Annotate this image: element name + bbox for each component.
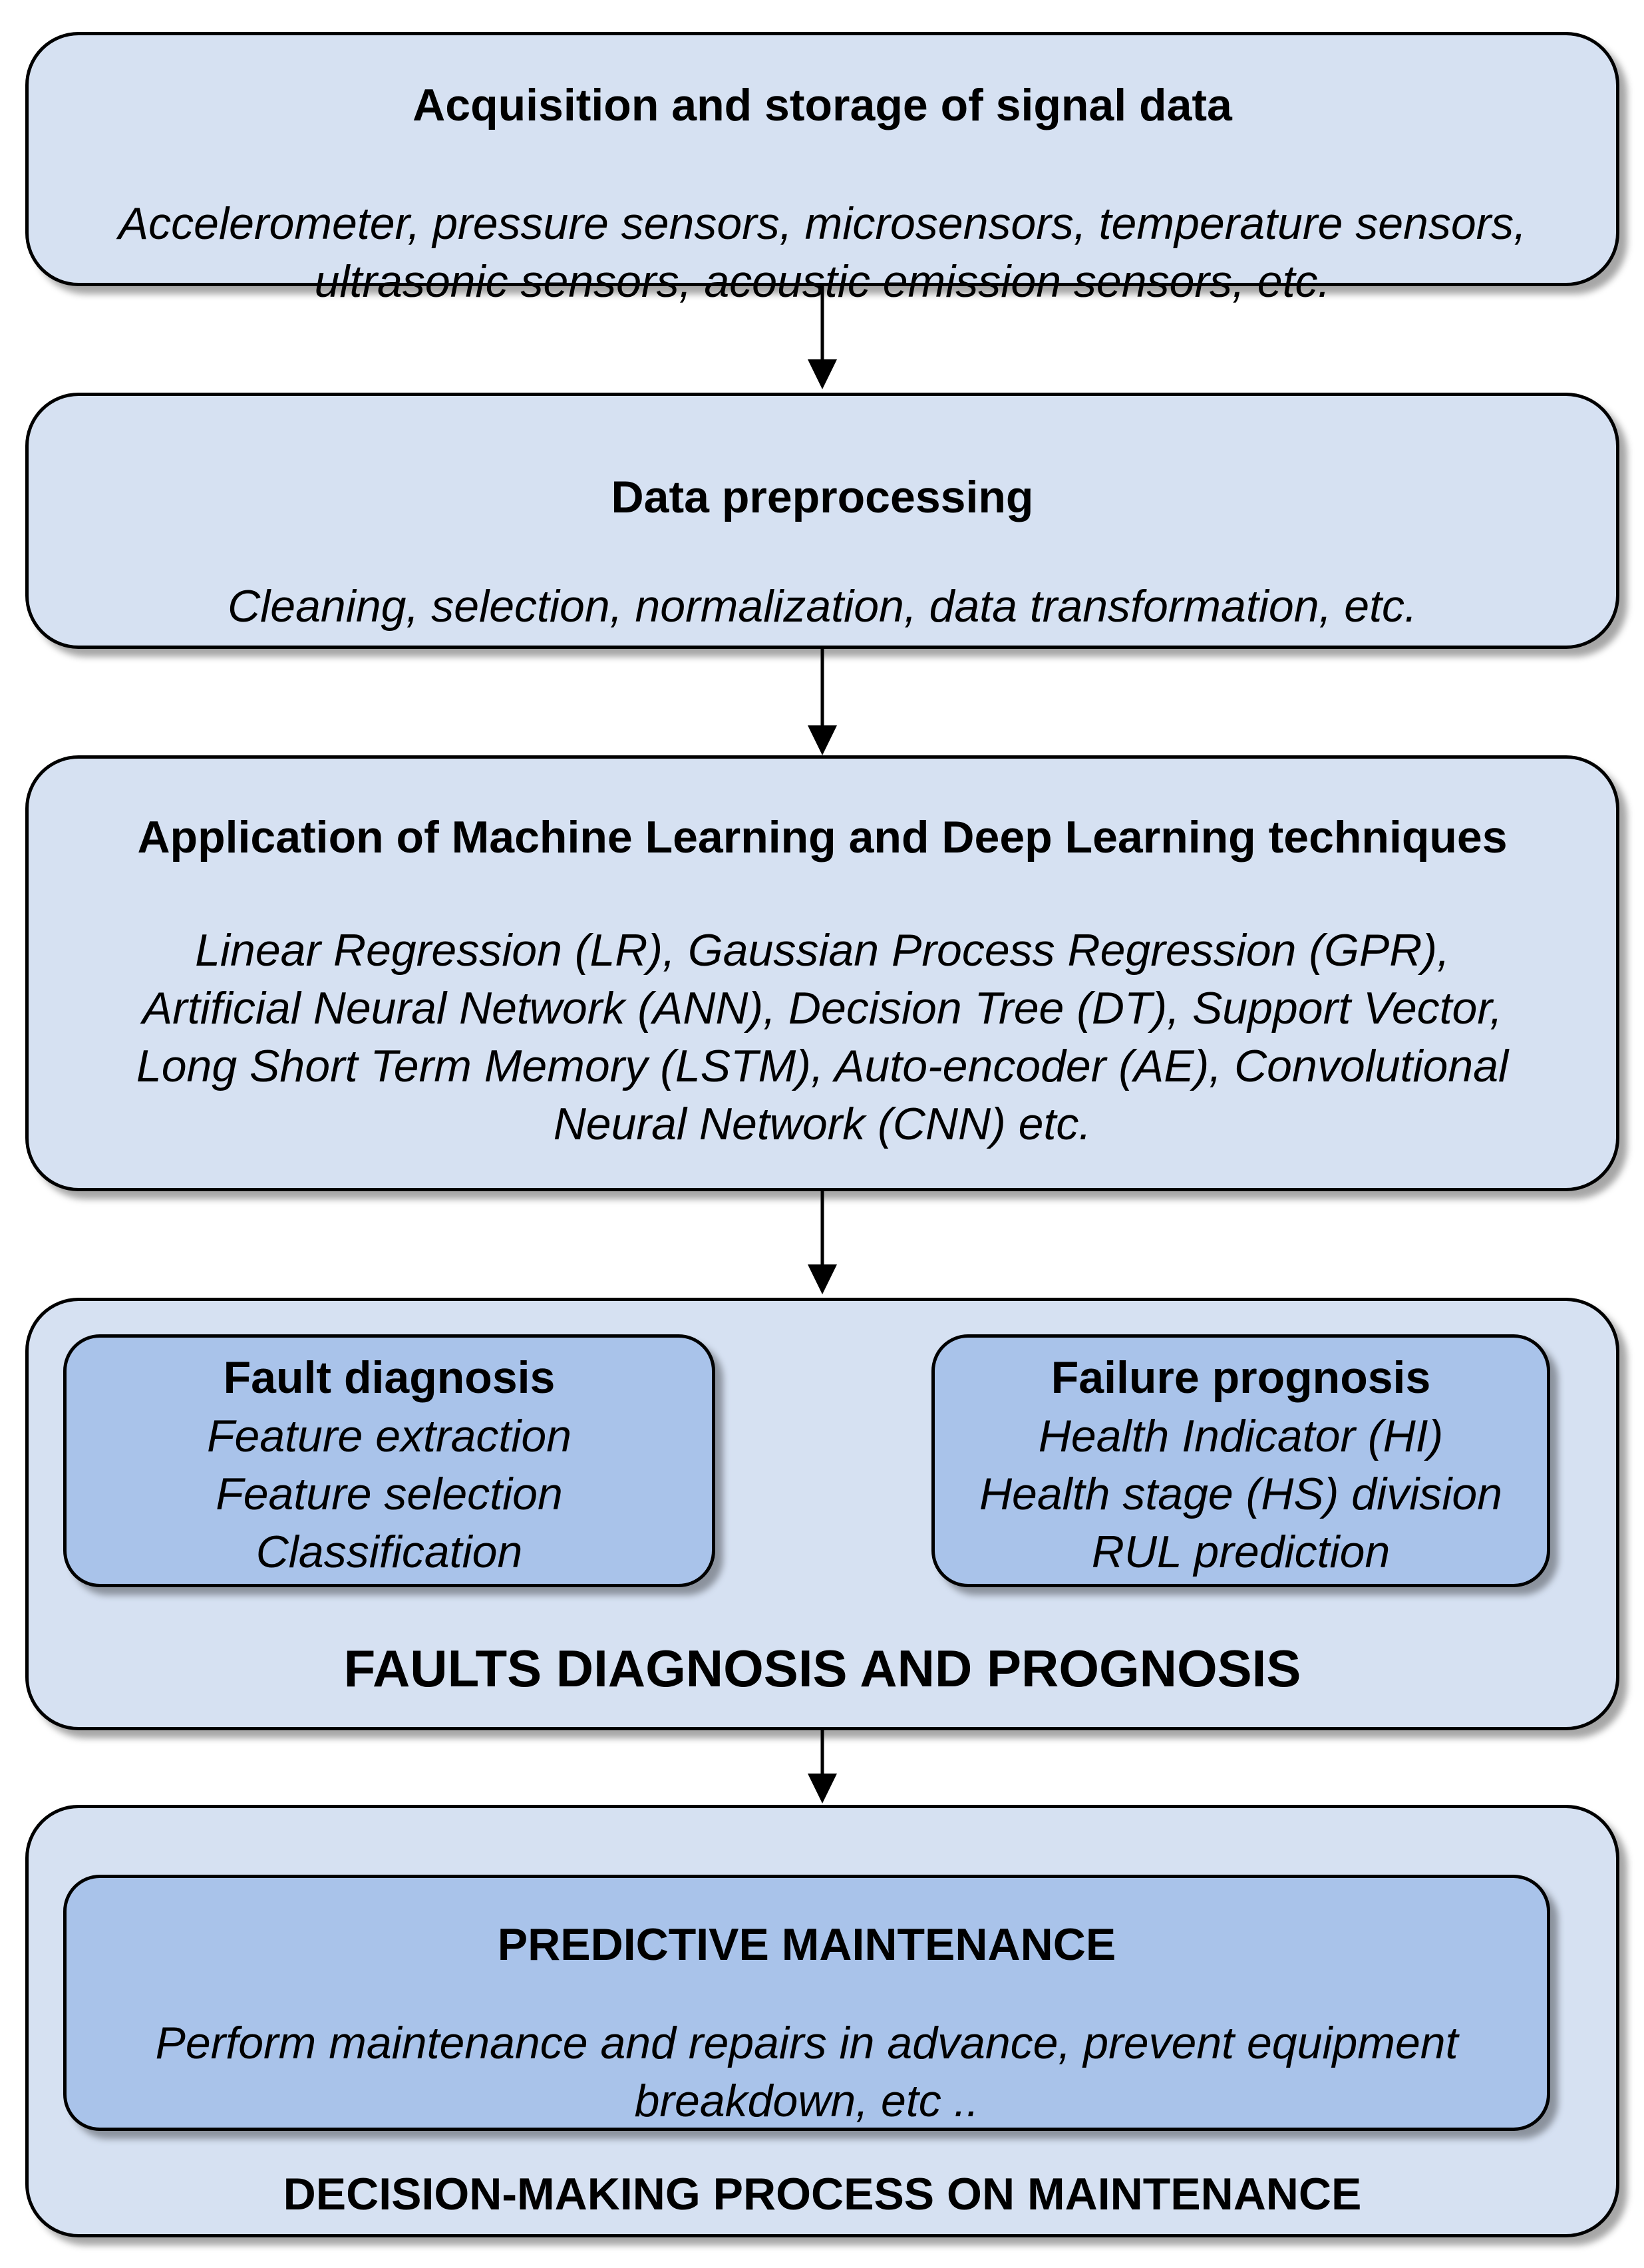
step-decision-title: DECISION-MAKING PROCESS ON MAINTENANCE <box>283 2169 1362 2219</box>
arrow-4-to-5-head <box>808 1774 837 1803</box>
arrow-2-to-3-head <box>808 725 837 755</box>
step-ml-dl-box: Application of Machine Learning and Deep… <box>25 755 1619 1191</box>
step-preprocessing-title: Data preprocessing <box>611 472 1034 522</box>
arrow-1-to-2-head <box>808 359 837 389</box>
predictive-maintenance-desc-line-1: Perform maintenance and repairs in advan… <box>155 2018 1458 2068</box>
step-preprocessing-box: Data preprocessing Cleaning, selection, … <box>25 393 1619 649</box>
step-ml-dl-desc-line-2: Artificial Neural Network (ANN), Decisio… <box>142 983 1503 1034</box>
fault-diagnosis-item: Classification <box>255 1527 523 1577</box>
failure-prognosis-item: RUL prediction <box>1091 1527 1391 1577</box>
fault-diagnosis-box: Fault diagnosis Feature extraction Featu… <box>63 1334 715 1587</box>
step-faults-title: FAULTS DIAGNOSIS AND PROGNOSIS <box>343 1639 1301 1698</box>
failure-prognosis-item: Health Indicator (HI) <box>1038 1411 1444 1461</box>
step-ml-dl-desc-line-4: Neural Network (CNN) etc. <box>553 1099 1092 1149</box>
fault-diagnosis-item: Feature selection <box>216 1469 563 1519</box>
predictive-maintenance-desc-line-2: breakdown, etc .. <box>634 2076 979 2126</box>
failure-prognosis-box: Failure prognosis Health Indicator (HI) … <box>931 1334 1550 1587</box>
step-acquisition-title: Acquisition and storage of signal data <box>412 80 1232 130</box>
step-acquisition-desc-line-2: ultrasonic sensors, acoustic emission se… <box>314 256 1331 307</box>
step-preprocessing-desc: Cleaning, selection, normalization, data… <box>228 581 1417 632</box>
step-ml-dl-desc-line-3: Long Short Term Memory (LSTM), Auto-enco… <box>136 1041 1509 1091</box>
failure-prognosis-title: Failure prognosis <box>1051 1352 1431 1403</box>
arrow-3-to-4-head <box>808 1264 837 1294</box>
failure-prognosis-item: Health stage (HS) division <box>979 1469 1503 1519</box>
fault-diagnosis-title: Fault diagnosis <box>223 1352 556 1403</box>
step-ml-dl-desc-line-1: Linear Regression (LR), Gaussian Process… <box>195 925 1450 976</box>
fault-diagnosis-item: Feature extraction <box>206 1411 572 1461</box>
step-acquisition-desc-line-1: Accelerometer, pressure sensors, microse… <box>118 198 1527 249</box>
step-acquisition-box: Acquisition and storage of signal data A… <box>25 32 1619 307</box>
predictive-maintenance-title: PREDICTIVE MAINTENANCE <box>497 1919 1116 1970</box>
predictive-maintenance-box: PREDICTIVE MAINTENANCE Perform maintenan… <box>63 1875 1550 2131</box>
step-ml-dl-title: Application of Machine Learning and Deep… <box>137 812 1508 862</box>
